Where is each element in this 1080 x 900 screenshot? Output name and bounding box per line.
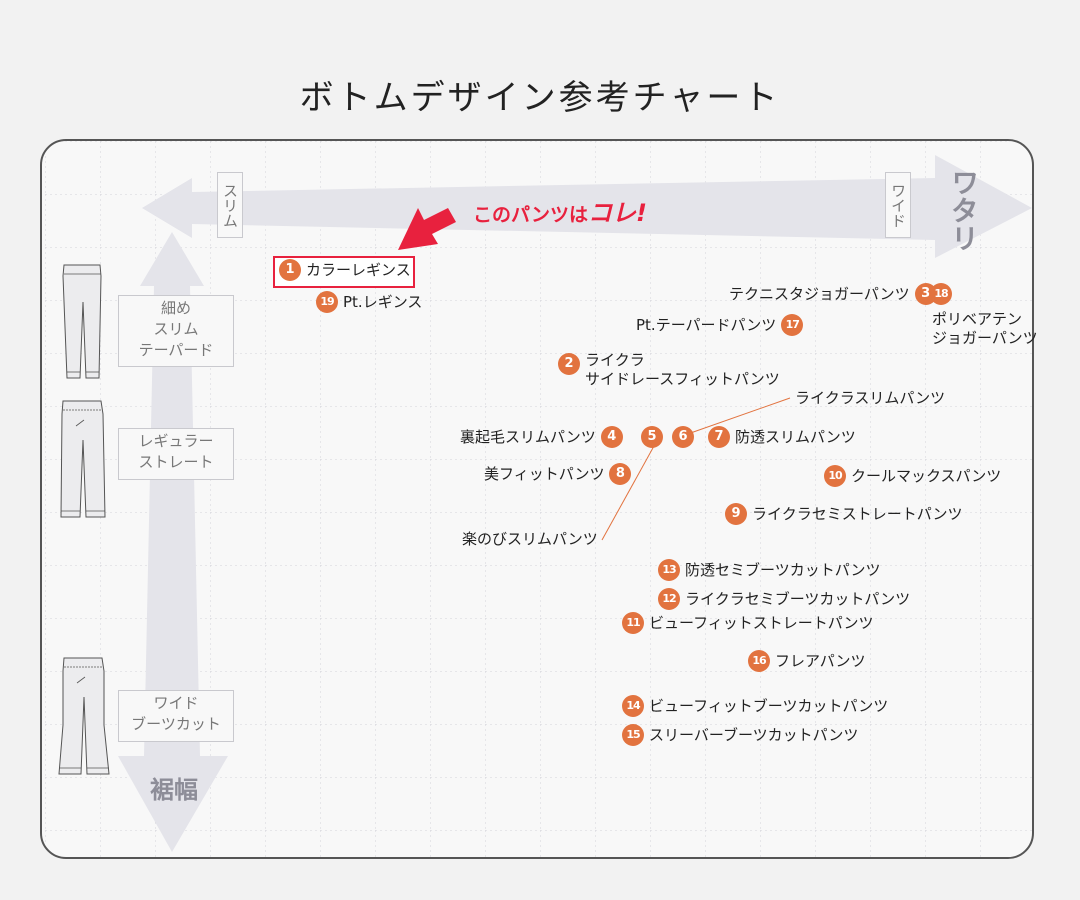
item-11[interactable]: 11 ビューフィットストレートパンツ [622,612,874,634]
top-axis-name: ワタリ [947,168,980,252]
item-12[interactable]: 12 ライクラセミブーツカットパンツ [658,588,910,610]
item-16[interactable]: 16 フレアパンツ [748,650,865,672]
item-7[interactable]: 7 防透スリムパンツ [708,426,856,448]
item-18-label: ポリベアテン ジョガーパンツ [932,310,1038,347]
item-8[interactable]: 美フィットパンツ 8 [484,463,632,485]
slim-pants-icon [62,264,102,379]
callout-text: このパンツはコレ! [473,199,647,227]
item-5-label[interactable]: 楽のびスリムパンツ [462,530,598,548]
straight-pants-icon [60,400,106,518]
top-right-label: ワイド [885,172,911,238]
item-17[interactable]: Pt.テーパードパンツ 17 [636,314,804,336]
leader-line-5 [601,445,655,541]
callout-arrow [398,208,456,250]
page-title: ボトムデザイン参考チャート [299,78,781,118]
item-1[interactable]: 1 カラーレギンス [279,259,411,281]
item-10[interactable]: 10 クールマックスパンツ [824,465,1001,487]
left-axis-name: 裾幅 [150,776,198,804]
chart-frame [40,139,1034,859]
leader-line-6 [681,397,791,437]
item-9[interactable]: 9 ライクラセミストレートパンツ [725,503,962,525]
item-19[interactable]: 19 Pt.レギンス [316,291,422,313]
horizontal-axis-arrow [142,155,1032,258]
item-15[interactable]: 15 スリーバーブーツカットパンツ [622,724,858,746]
item-4[interactable]: 裏起毛スリムパンツ 4 [460,426,623,448]
item-5[interactable]: 5 [641,426,663,448]
item-13[interactable]: 13 防透セミブーツカットパンツ [658,559,880,581]
item-2[interactable]: 2 ライクラ サイドレースフィットパンツ [558,351,780,389]
item-6-label[interactable]: ライクラスリムパンツ [795,389,946,407]
item-18[interactable]: 18 [930,283,952,305]
item-6[interactable]: 6 [672,426,694,448]
left-label-wide: ワイド ブーツカット [118,690,234,742]
item-14[interactable]: 14 ビューフィットブーツカットパンツ [622,695,888,717]
top-left-label: スリム [217,172,243,238]
bootcut-pants-icon [58,657,110,775]
item-3[interactable]: テクニスタジョガーパンツ 3 [729,283,937,305]
left-label-regular: レギュラー ストレート [118,428,234,480]
left-label-slim: 細め スリム テーパード [118,295,234,367]
